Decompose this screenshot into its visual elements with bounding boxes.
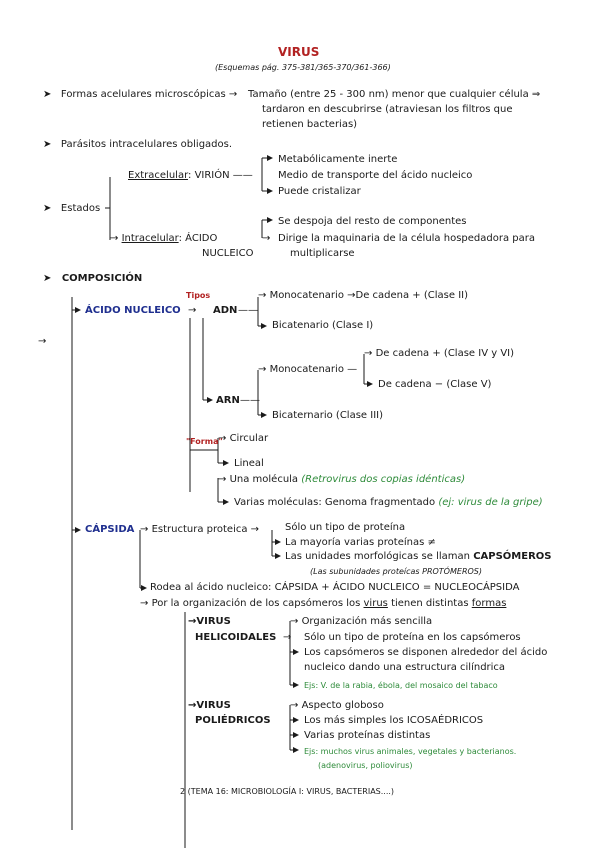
helic-item-2: Sólo un tipo de proteína en los capsómer… xyxy=(304,632,521,643)
por-organizacion: → Por la organización de los capsómeros … xyxy=(140,598,507,609)
margin-arrow: → xyxy=(38,336,47,347)
intracelular: → Intracelular: ÁCIDO xyxy=(110,233,218,244)
polie-item-3: Varias proteínas distintas xyxy=(304,730,431,741)
tipos-label: Tipos xyxy=(186,291,211,300)
capsida-item-3: Las unidades morfológicas se llaman CAPS… xyxy=(285,551,551,563)
bullet-1-text: Formas acelulares microscópicas xyxy=(60,89,226,100)
una-text: Una molécula xyxy=(229,474,299,485)
bullet-1: ➤ Formas acelulares microscópicas → xyxy=(43,89,238,100)
estructura: → Estructura proteica → xyxy=(140,524,260,535)
int-item-1: Se despoja del resto de componentes xyxy=(278,216,467,227)
arn-label: ARN xyxy=(216,395,240,406)
acido-nucleico-label: ÁCIDO NUCLEICO xyxy=(85,305,181,316)
una-molecula: → Una molécula (Retrovirus dos copias id… xyxy=(218,474,466,485)
varias-note: (ej: virus de la gripe) xyxy=(438,497,543,508)
arn-pos: → De cadena + (Clase IV y VI) xyxy=(364,348,515,359)
int-arrow: → xyxy=(262,233,271,244)
polie-item-1-text: Aspecto globoso xyxy=(301,700,384,711)
extracelular-label: Extracelular xyxy=(128,170,189,181)
polie-item-2: Los más simples los ICOSAÉDRICOS xyxy=(304,715,484,726)
acido-arrow: → xyxy=(188,305,197,316)
helic-item-1: → Organización más sencilla xyxy=(290,616,433,627)
arn-mono: → Monocatenario — xyxy=(258,364,358,375)
lineal: Lineal xyxy=(234,458,264,469)
arn-mono-text: Monocatenario xyxy=(269,364,344,375)
capsida-label: CÁPSIDA xyxy=(85,524,135,535)
helic-examples: Ejs: V. de la rabia, ébola, del mosaico … xyxy=(304,681,498,690)
ext-item-2: Medio de transporte del ácido nucleico xyxy=(278,170,473,181)
adn-arrow: —— xyxy=(238,305,258,316)
forma-label: "Forma" xyxy=(186,437,223,446)
polie-item-1: → Aspecto globoso xyxy=(290,700,384,711)
extracelular-rest: : VIRIÓN xyxy=(188,170,230,181)
arn-bi: Bicaternario (Clase III) xyxy=(272,410,384,421)
varias-text: Varias moléculas: Genoma fragmentado xyxy=(234,497,436,508)
size-line-1: Tamaño (entre 25 - 300 nm) menor que cua… xyxy=(248,89,541,100)
bullet-2: ➤ Parásitos intracelulares obligados. xyxy=(43,139,233,150)
intracelular-label: Intracelular xyxy=(121,233,179,244)
adn-mono-text: Monocatenario xyxy=(269,290,344,301)
helic-l1-text: VIRUS xyxy=(196,616,231,627)
polie-examples-1: Ejs: muchos virus animales, vegetales y … xyxy=(304,747,517,756)
poliedricos-l1: →VIRUS xyxy=(188,700,231,711)
estructura-text: Estructura proteica xyxy=(151,524,248,535)
por-virus: virus xyxy=(363,598,388,609)
helicoidales-l1: →VIRUS xyxy=(188,616,231,627)
estados: ➤ Estados xyxy=(43,203,101,214)
unidades-text: Las unidades morfológicas se llaman xyxy=(285,551,470,562)
por-mid: tienen distintas xyxy=(391,598,469,609)
composicion-heading-text: COMPOSICIÓN xyxy=(61,273,143,284)
poliedricos-l2: POLIÉDRICOS xyxy=(195,715,271,726)
circular: → Circular xyxy=(218,433,269,444)
por-formas: formas xyxy=(471,598,507,609)
circular-text: Circular xyxy=(229,433,269,444)
adn-mono: → Monocatenario →De cadena + (Clase II) xyxy=(258,290,469,301)
int-item-3: multiplicarse xyxy=(290,248,355,259)
capsida-item-1: Sólo un tipo de proteína xyxy=(285,522,406,533)
adn-mono-result: De cadena + (Clase II) xyxy=(355,290,469,301)
capsida-item-2: La mayoría varias proteínas ≠ xyxy=(285,537,436,548)
ext-item-1: Metabólicamente inerte xyxy=(278,154,398,165)
extracelular: Extracelular: VIRIÓN —— xyxy=(128,170,253,181)
arn-pos-text: De cadena + (Clase IV y VI) xyxy=(375,348,515,359)
rodea: Rodea al ácido nucleico: CÁPSIDA + ÁCIDO… xyxy=(150,582,520,593)
helic-item-4: nucleico dando una estructura cilíndrica xyxy=(304,662,506,673)
adn-label: ADN xyxy=(213,305,238,316)
size-line-2: tardaron en descubrirse (atraviesan los … xyxy=(262,104,513,115)
ext-item-3: Puede cristalizar xyxy=(278,186,361,197)
por-pre: Por la organización de los capsómeros lo… xyxy=(151,598,361,609)
subunidades-note: (Las subunidades proteícas PROTÓMEROS) xyxy=(310,567,482,576)
estados-label: Estados xyxy=(60,203,101,214)
helic-item-3: Los capsómeros se disponen alrededor del… xyxy=(304,647,548,658)
arn-arrow: —— xyxy=(240,395,260,406)
helicoidales-l2: HELICOIDALES xyxy=(195,632,277,643)
una-note: (Retrovirus dos copias idénticas) xyxy=(301,474,466,485)
intracelular-line-2: NUCLEICO xyxy=(202,248,254,259)
polie-examples-2: (adenovirus, poliovirus) xyxy=(318,761,413,770)
varias-moleculas: Varias moléculas: Genoma fragmentado (ej… xyxy=(234,497,543,509)
helic-arrow: → xyxy=(283,632,292,643)
intracelular-rest: : ÁCIDO xyxy=(178,233,218,244)
helic-item-1-text: Organización más sencilla xyxy=(301,616,433,627)
composicion-heading: ➤ COMPOSICIÓN xyxy=(43,273,143,284)
page-title: VIRUS xyxy=(278,45,320,59)
polie-l1-text: VIRUS xyxy=(196,700,231,711)
bullet-2-text: Parásitos intracelulares obligados. xyxy=(60,139,233,150)
size-line-3: retienen bacterias) xyxy=(262,119,358,130)
arn-neg: De cadena − (Clase V) xyxy=(378,379,492,390)
adn-bi: Bicatenario (Clase I) xyxy=(272,320,374,331)
page-subtitle: (Esquemas pág. 375-381/365-370/361-366) xyxy=(215,63,391,72)
int-item-2: Dirige la maquinaria de la célula hosped… xyxy=(278,233,535,244)
capsomeros: CAPSÓMEROS xyxy=(473,551,552,562)
page-footer: 2 (TEMA 16: MICROBIOLOGÍA I: VIRUS, BACT… xyxy=(180,787,395,796)
